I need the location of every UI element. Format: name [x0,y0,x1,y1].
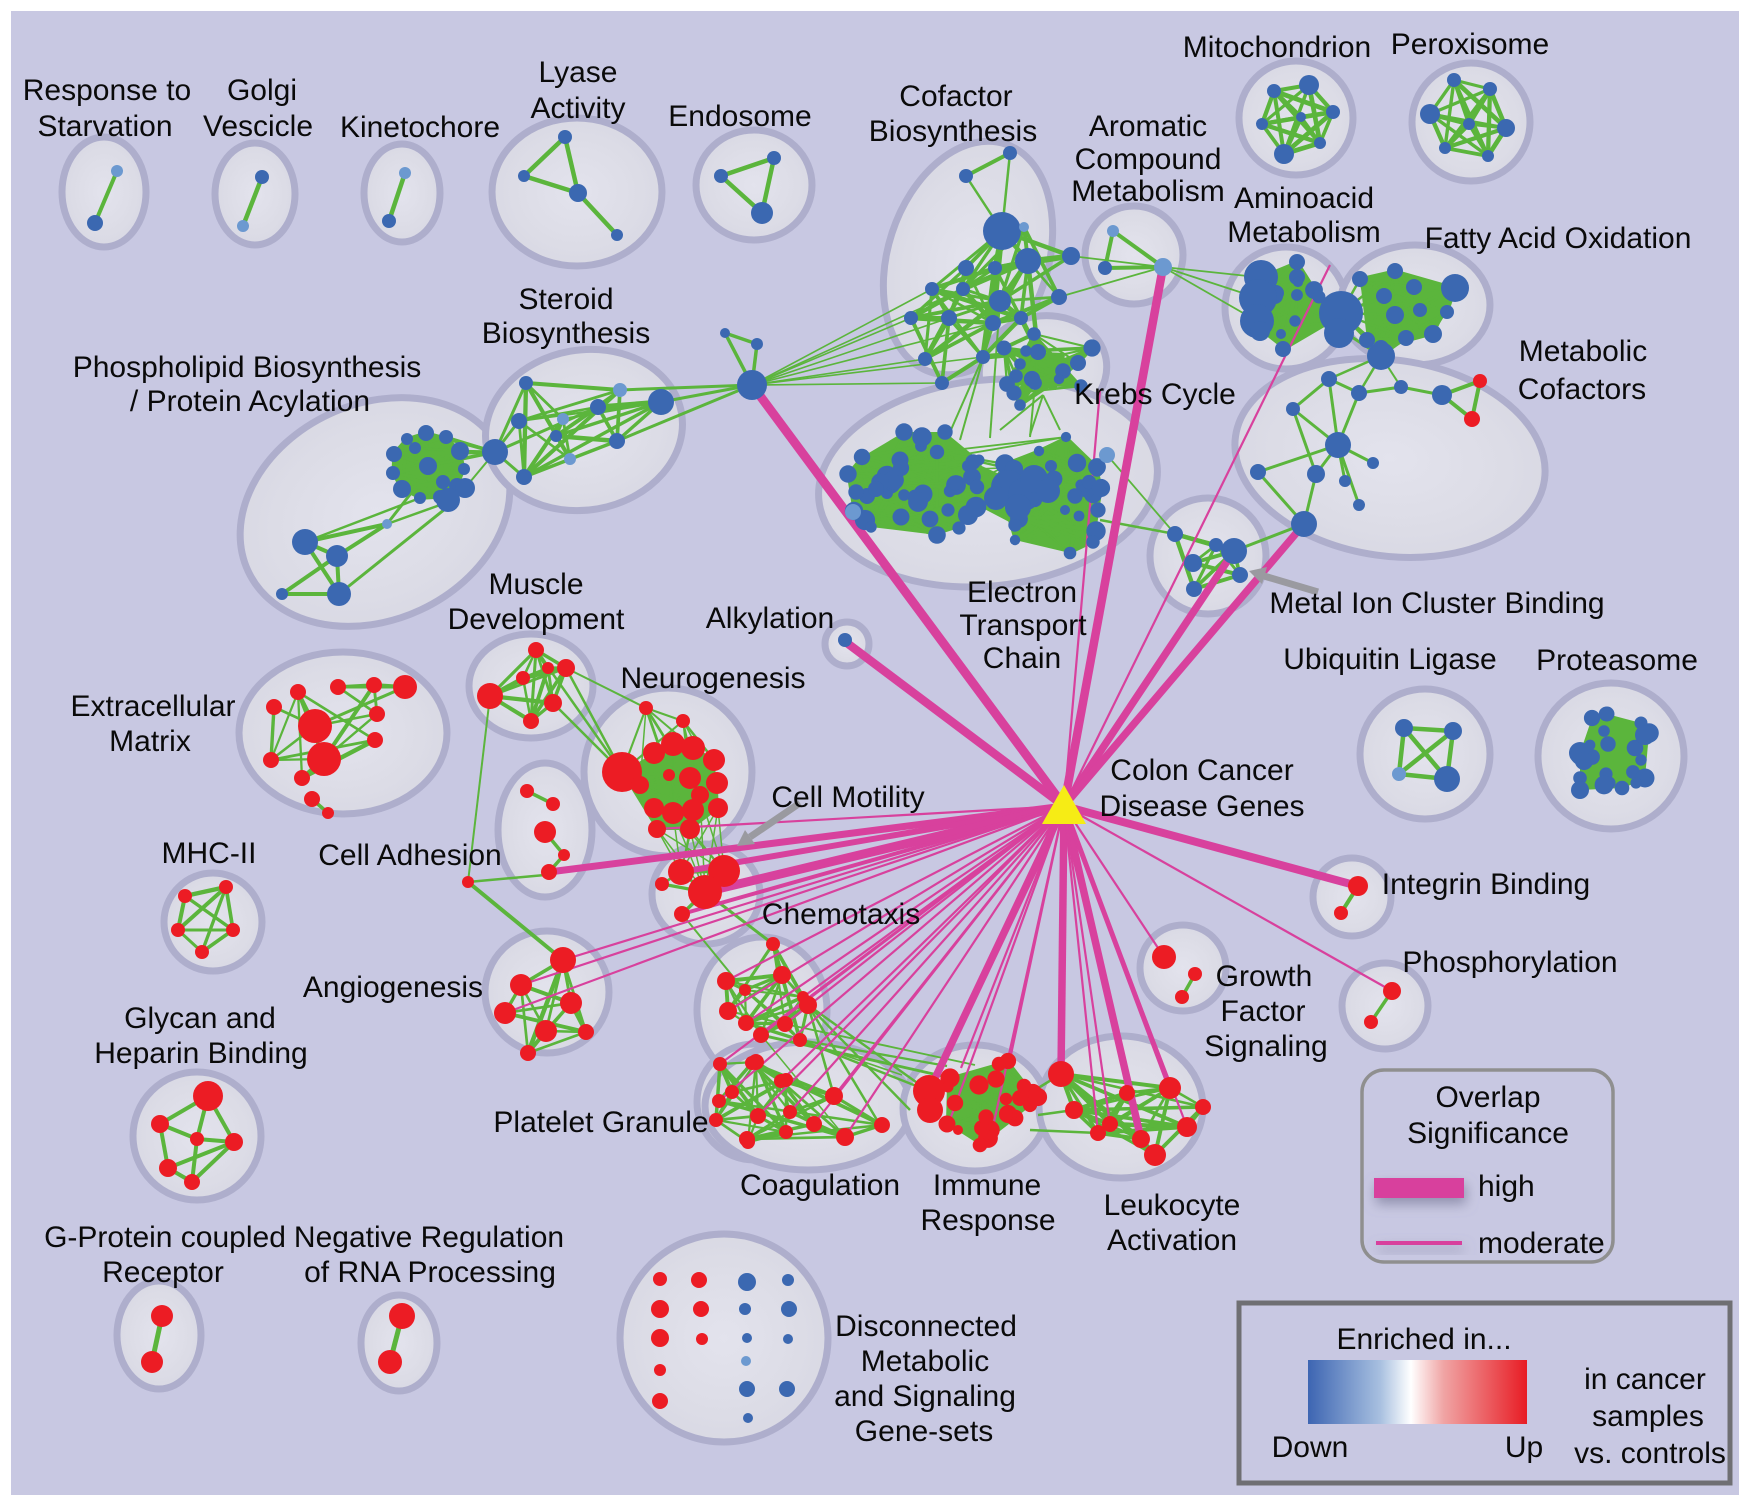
svg-text:Golgi: Golgi [227,74,297,107]
svg-text:of RNA Processing: of RNA Processing [304,1256,556,1289]
svg-text:Metal Ion Cluster Binding: Metal Ion Cluster Binding [1269,587,1604,620]
svg-text:Extracellular: Extracellular [70,690,235,723]
svg-text:Integrin Binding: Integrin Binding [1382,868,1590,901]
svg-text:Aminoacid: Aminoacid [1234,182,1374,215]
svg-text:/ Protein Acylation: / Protein Acylation [130,385,370,418]
svg-text:Metabolism: Metabolism [1071,175,1224,208]
svg-text:Mitochondrion: Mitochondrion [1183,31,1371,64]
svg-text:vs. controls: vs. controls [1574,1437,1726,1470]
svg-text:Overlap: Overlap [1435,1081,1540,1114]
svg-text:Up: Up [1505,1431,1543,1464]
svg-text:and Signaling: and Signaling [834,1380,1016,1413]
svg-text:Starvation: Starvation [37,110,172,143]
svg-text:Muscle: Muscle [488,568,583,601]
svg-text:high: high [1478,1170,1535,1203]
svg-text:Metabolism: Metabolism [1227,216,1380,249]
svg-text:Neurogenesis: Neurogenesis [620,662,805,695]
svg-text:Peroxisome: Peroxisome [1391,28,1549,61]
svg-text:Matrix: Matrix [109,725,191,758]
svg-text:Phospholipid Biosynthesis: Phospholipid Biosynthesis [73,351,422,384]
svg-text:Angiogenesis: Angiogenesis [303,971,483,1004]
svg-text:Alkylation: Alkylation [706,602,834,635]
svg-text:Metabolic: Metabolic [1519,335,1647,368]
svg-text:Activity: Activity [530,92,625,125]
svg-text:Enriched in...: Enriched in... [1336,1323,1511,1356]
svg-text:Receptor: Receptor [102,1256,224,1289]
svg-text:Signaling: Signaling [1204,1030,1327,1063]
svg-text:samples: samples [1592,1400,1704,1433]
svg-text:Compound: Compound [1075,143,1222,176]
svg-text:Platelet Granule: Platelet Granule [493,1106,708,1139]
svg-text:Negative Regulation: Negative Regulation [294,1221,564,1254]
svg-text:moderate: moderate [1478,1227,1605,1260]
svg-text:Steroid: Steroid [518,283,613,316]
svg-text:in cancer: in cancer [1584,1363,1706,1396]
svg-text:Biosynthesis: Biosynthesis [869,115,1037,148]
svg-text:Heparin Binding: Heparin Binding [94,1037,307,1070]
svg-text:Down: Down [1272,1431,1349,1464]
svg-text:MHC-II: MHC-II [162,837,257,870]
svg-text:Disconnected: Disconnected [835,1310,1017,1343]
svg-text:Kinetochore: Kinetochore [340,111,500,144]
svg-text:Colon Cancer: Colon Cancer [1110,754,1293,787]
svg-text:Transport: Transport [959,609,1087,642]
svg-text:Factor: Factor [1220,995,1305,1028]
svg-text:Cell Adhesion: Cell Adhesion [318,839,501,872]
svg-text:Response to: Response to [23,74,191,107]
svg-text:Cell Motility: Cell Motility [771,781,924,814]
svg-text:Coagulation: Coagulation [740,1169,900,1202]
svg-text:Significance: Significance [1407,1117,1569,1150]
svg-text:Phosphorylation: Phosphorylation [1402,946,1617,979]
svg-text:Electron: Electron [967,576,1077,609]
svg-text:Endosome: Endosome [668,100,811,133]
svg-text:Activation: Activation [1107,1224,1237,1257]
svg-text:Ubiquitin Ligase: Ubiquitin Ligase [1283,643,1496,676]
svg-text:Lyase: Lyase [539,56,618,89]
svg-text:Gene-sets: Gene-sets [855,1415,993,1448]
svg-text:Response: Response [920,1204,1055,1237]
svg-text:Leukocyte: Leukocyte [1104,1189,1241,1222]
svg-text:Growth: Growth [1216,960,1313,993]
svg-text:Immune: Immune [933,1169,1041,1202]
svg-text:Chemotaxis: Chemotaxis [762,898,920,931]
svg-text:Proteasome: Proteasome [1536,644,1698,677]
svg-text:Development: Development [448,603,625,636]
svg-text:Aromatic: Aromatic [1089,110,1207,143]
svg-text:Disease Genes: Disease Genes [1099,790,1304,823]
svg-text:Metabolic: Metabolic [861,1345,989,1378]
svg-text:Fatty Acid Oxidation: Fatty Acid Oxidation [1425,222,1692,255]
svg-text:G-Protein coupled: G-Protein coupled [44,1221,286,1254]
svg-text:Cofactors: Cofactors [1518,373,1646,406]
svg-text:Vescicle: Vescicle [203,110,313,143]
svg-text:Chain: Chain [983,642,1061,675]
svg-text:Krebs Cycle: Krebs Cycle [1074,378,1236,411]
svg-text:Cofactor: Cofactor [899,80,1012,113]
svg-text:Biosynthesis: Biosynthesis [482,317,650,350]
svg-text:Glycan and: Glycan and [124,1002,276,1035]
